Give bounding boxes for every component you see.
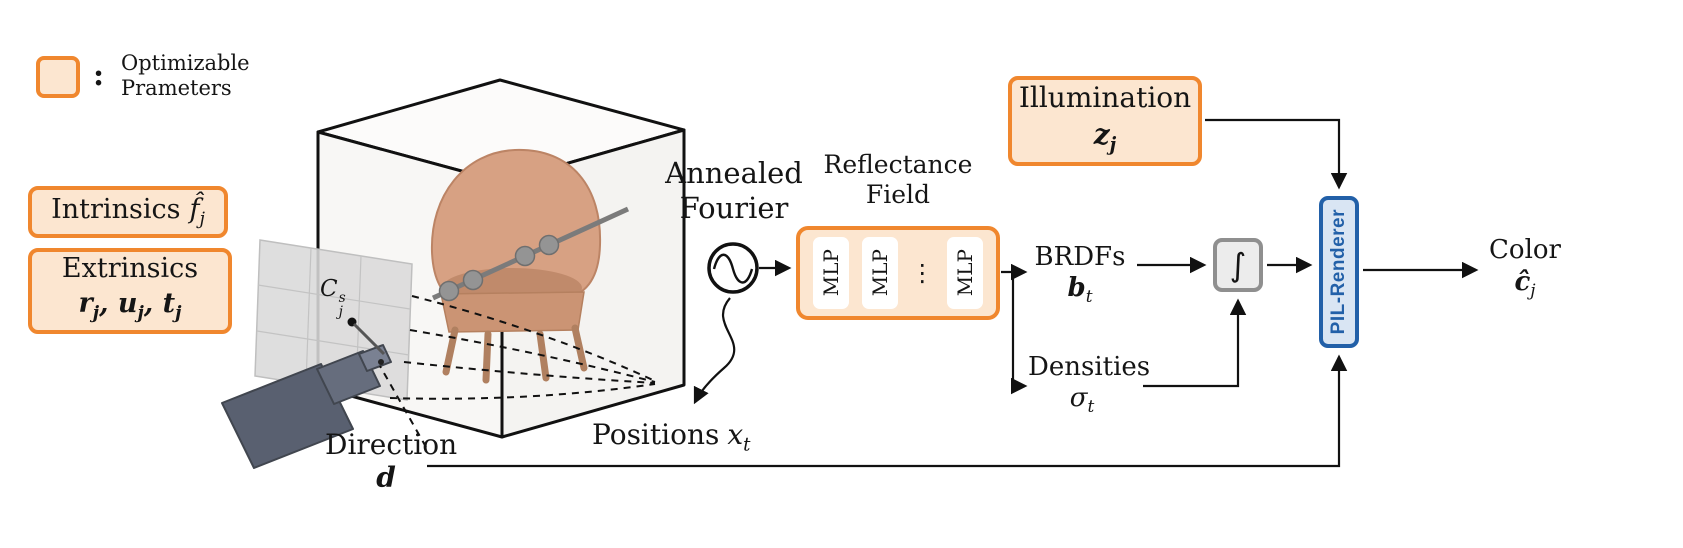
illumination-subscript: j [1109,134,1117,156]
legend-line2: Prameters [121,76,232,100]
annealed-fourier-label: Annealed Fourier [664,156,804,226]
mlp-ellipsis: ⋮ [910,259,935,287]
positions-text: Positions [592,418,720,451]
mlp-label: MLP [953,249,978,297]
extrinsics-symbols: rj, uj, tj [79,286,182,331]
chair-object [430,148,602,384]
brdfs-label: BRDFs bt [1030,242,1130,312]
flow-arrows [427,118,1479,468]
densities-label: Densities σt [1028,352,1151,422]
intrinsics-title: Intrinsics [51,194,181,226]
illumination-symbol-line: zj [1094,116,1117,164]
brdfs-symbol: b [1067,273,1086,303]
annealed-line2: Fourier [679,191,789,225]
illumination-symbol: z [1093,117,1110,151]
annealed-line1: Annealed [665,156,803,190]
direction-label: Direction d [325,428,458,494]
frustum-ray [409,329,656,383]
illumination-box: Illumination zj [1008,76,1202,166]
extrinsics-t: , t [143,287,176,319]
camera-center-sub: j [338,304,343,320]
direction-symbol: d [376,461,396,494]
color-symbol: ĉ [1514,267,1531,297]
color-title: Color [1489,235,1561,265]
brdfs-title: BRDFs [1034,242,1126,272]
mlp-label: MLP [867,249,892,297]
legend-colon: : [93,58,105,93]
illumination-title: Illumination [1018,80,1192,114]
sample-point [462,269,484,291]
mlp-box-1: MLP [812,237,849,309]
extrinsics-u-sub: j [137,303,144,324]
extrinsics-box: Extrinsics rj, uj, tj [28,248,232,334]
arrow-direction-to-renderer [427,354,1348,468]
extrinsics-r: r [78,287,93,319]
sample-point [538,234,560,256]
legend-swatch [36,56,80,98]
legend-label: Optimizable Prameters [121,51,250,101]
direction-ray [379,365,427,448]
brdfs-symbol-line: bt [1030,273,1130,312]
integral-box: ∫ [1213,238,1263,292]
extrinsics-t-sub: j [175,303,182,324]
frustum-ray [389,383,656,400]
frustum-rays [389,295,656,400]
frustum-ray [411,295,656,382]
intrinsics-subscript: j [199,209,205,230]
camera-center-sup: s [338,290,346,307]
camera-center-symbol: C [320,276,338,302]
mlp-label: MLP [818,249,843,297]
sample-point [438,280,460,302]
sine-wave-glyph [712,253,754,284]
direction-title: Direction [325,428,458,461]
reflectance-line1: Reflectance [823,150,973,179]
densities-symbol: σ [1069,383,1088,413]
color-subscript: j [1530,280,1536,301]
camera [221,344,392,469]
pil-renderer-box: PIL-Renderer [1319,196,1359,348]
pil-renderer-label: PIL-Renderer [1328,209,1349,335]
arrow-densities-to-integral [1143,298,1247,388]
densities-subscript: t [1087,396,1095,417]
extrinsics-r-sub: j [92,303,100,324]
brdfs-subscript: t [1085,286,1093,307]
densities-symbol-line: σt [1028,383,1136,422]
mlp-box-2: MLP [861,237,898,309]
fourier-encoder-icon [707,242,759,294]
reflectance-line2: Field [865,180,931,209]
arrow-field-to-densities [1010,272,1028,395]
sample-ray [431,206,630,302]
sample-point [514,245,536,267]
positions-symbol: x [727,418,744,451]
reflectance-field-label: Reflectance Field [800,150,996,210]
intrinsics-symbol: f̂ [189,194,200,226]
integral-symbol: ∫ [1229,246,1247,284]
color-label: Color ĉj [1482,234,1568,306]
extrinsics-title: Extrinsics [61,252,199,284]
arrow-illumination-to-renderer [1205,118,1348,190]
lens-dot [378,359,384,365]
positions-arrow [693,297,736,405]
extrinsics-u: , u [99,287,138,319]
camera-axis-line [352,322,386,356]
camera-body [221,363,354,469]
densities-title: Densities [1028,352,1151,382]
frustum-ray [403,361,656,384]
positions-subscript: t [743,434,751,456]
mlp-box-n: MLP [947,237,984,309]
legend-line1: Optimizable [121,51,250,75]
color-symbol-line: ĉj [1482,266,1568,306]
reflectance-field-box: MLP MLP ⋮ MLP [796,226,1000,320]
